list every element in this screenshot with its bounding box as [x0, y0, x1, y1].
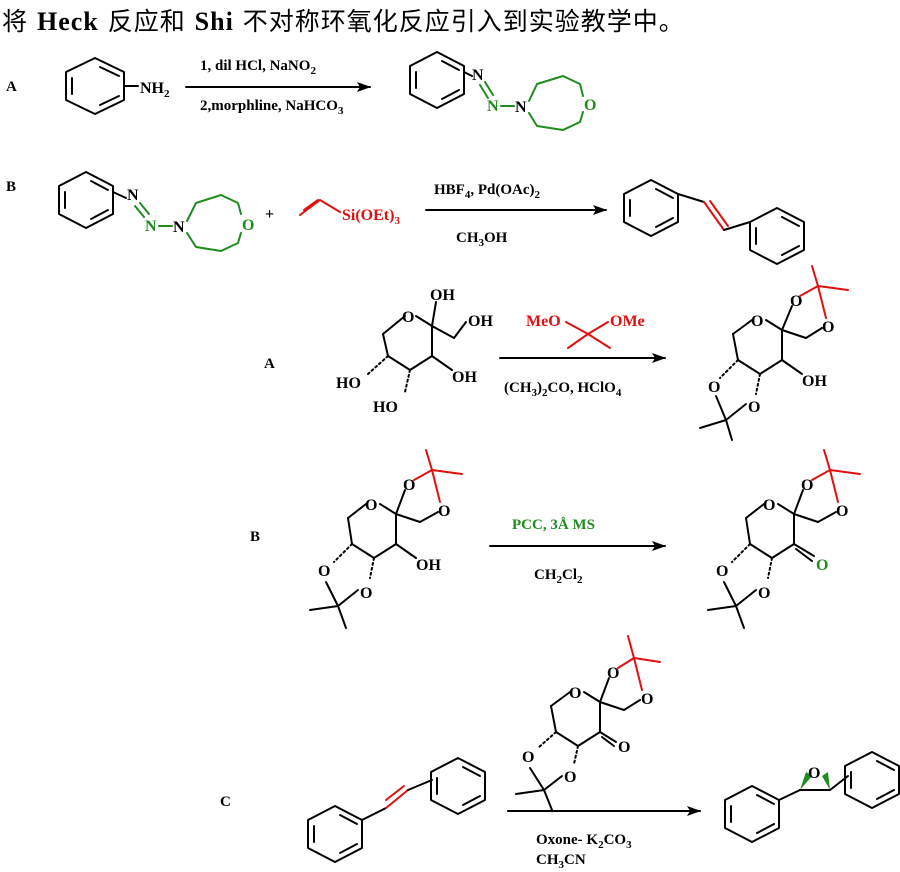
reagents-5-bottom-1: Oxone- K2CO3 [536, 832, 632, 851]
benzene-ring [58, 171, 114, 229]
scheme-3: A O OH OH OH HO HO MeO OMe (CH3)2CO, HC [264, 265, 849, 441]
scheme-4-label: B [250, 529, 260, 545]
acetonide-oxygen-3: O [708, 379, 720, 396]
benzene-ring-right [749, 207, 805, 265]
benzene-ring-left [623, 179, 679, 237]
reagents-4-bottom: CH2Cl2 [534, 567, 583, 586]
methoxy-left: MeO [526, 313, 561, 330]
diacetonide-ketone: O O O O O O [707, 449, 861, 629]
hydroxyl-c5: HO [336, 375, 361, 392]
benzene-ring-left [724, 785, 780, 843]
dimethoxypropane: MeO OMe [526, 313, 645, 349]
diacetonide-alcohol: O O O OH O O [309, 449, 463, 629]
reagents-2-bottom: CH3OH [456, 230, 508, 249]
acetonide-oxygen-3: O [318, 563, 330, 580]
stilbene-reactant [307, 757, 486, 863]
hydroxyl-c4: HO [373, 399, 398, 416]
nitrogen-n3: N [515, 99, 527, 116]
benzene-ring-left [307, 805, 363, 863]
acetonide-oxygen-1: O [641, 691, 653, 708]
diacetonide-product: O O O OH O O [699, 265, 849, 441]
reagents-3-bottom: (CH3)2CO, HClO4 [504, 380, 622, 399]
nitrogen-n2: N [487, 98, 499, 115]
acetonide-oxygen-1: O [438, 503, 450, 520]
fructose-reactant: O OH OH OH HO HO [336, 287, 493, 416]
ring-oxygen: O [365, 497, 377, 514]
scheme-2: B N N N O + Si(OEt)3 HBF4, Pd(OAc)2 CH3O… [6, 171, 805, 265]
triazene-reactant: N N N O [58, 171, 254, 252]
scheme-5: C O O O [220, 635, 900, 871]
hydroxyl-c3: OH [416, 557, 441, 574]
acetonide-oxygen-2: O [607, 665, 619, 682]
reagents-2-top: HBF4, Pd(OAc)2 [434, 182, 541, 201]
scheme-5-label: C [220, 794, 231, 810]
nitrogen-n1: N [127, 187, 139, 204]
acetonide-oxygen-4: O [748, 399, 760, 416]
acetonide-oxygen-2: O [790, 293, 802, 310]
nitrogen-n3: N [173, 219, 185, 236]
stilbene-product [623, 179, 805, 265]
reagents-4-top: PCC, 3Å MS [512, 517, 595, 533]
methoxy-right: OMe [610, 313, 645, 330]
morpholine-oxygen: O [584, 97, 596, 114]
shi-catalyst: O O O O O O [515, 635, 661, 811]
acetonide-oxygen-2: O [403, 477, 415, 494]
page-title: 将 Heck 反应和 Shi 不对称环氧化反应引入到实验教学中。 [2, 7, 685, 36]
epoxide-wedge-right [822, 772, 830, 790]
ketone-oxygen: O [618, 739, 630, 756]
stilbene-oxide-product: O [724, 751, 900, 843]
silane-group: Si(OEt)3 [342, 207, 400, 227]
acetonide-oxygen-4: O [758, 585, 770, 602]
scheme-3-label: A [264, 356, 275, 372]
benzene-ring [409, 51, 465, 109]
morpholine-oxygen: O [242, 217, 254, 234]
hydroxyl-c3: OH [802, 373, 827, 390]
ketone-oxygen: O [816, 557, 828, 574]
hydroxyl-c3: OH [452, 369, 477, 386]
morpholine-ring-bottom [528, 111, 584, 131]
morpholine-ring-top [528, 75, 584, 102]
aniline-molecule: NH2 [65, 57, 170, 115]
epoxide-oxygen: O [808, 765, 820, 782]
acetonide-oxygen-1: O [822, 319, 834, 336]
vinyl-silane: Si(OEt)3 [299, 199, 400, 227]
plus-sign: + [265, 206, 274, 223]
acetonide-oxygen-2: O [801, 477, 813, 494]
morpholine-ring-bottom [186, 232, 242, 252]
ring-oxygen: O [763, 497, 775, 514]
benzene-ring-right [844, 751, 900, 809]
amine-group: NH2 [140, 80, 170, 100]
nitrogen-n1: N [472, 67, 484, 84]
scheme-1-label: A [6, 79, 17, 95]
benzene-ring [65, 57, 125, 115]
scheme-2-label: B [6, 179, 16, 195]
ring-oxygen: O [402, 309, 414, 326]
morpholine-ring-top [186, 194, 242, 222]
hydroxyl-anomeric: OH [430, 287, 455, 304]
acetonide-oxygen-3: O [716, 563, 728, 580]
ring-oxygen: O [569, 685, 581, 702]
acetonide-oxygen-3: O [522, 749, 534, 766]
acetonide-oxygen-1: O [836, 503, 848, 520]
benzene-ring-right [430, 757, 486, 815]
hydroxyl-ch2oh: OH [468, 313, 493, 330]
reagents-1-bottom: 2,morphline, NaHCO3 [200, 98, 344, 117]
reagents-1-top: 1, dil HCl, NaNO2 [200, 58, 316, 77]
ring-oxygen: O [751, 313, 763, 330]
triazene-product: N N N O [409, 51, 596, 131]
acetonide-oxygen-4: O [360, 585, 372, 602]
epoxide-wedge-left [800, 772, 812, 790]
acetonide-oxygen-4: O [564, 769, 576, 786]
scheme-1: A NH2 1, dil HCl, NaNO2 2,morphline, NaH… [6, 51, 596, 131]
reagents-5-bottom-2: CH3CN [536, 852, 586, 871]
scheme-4: B O O O OH O O PCC, 3Å MS CH2 [250, 449, 861, 629]
nitrogen-n2: N [145, 218, 157, 235]
